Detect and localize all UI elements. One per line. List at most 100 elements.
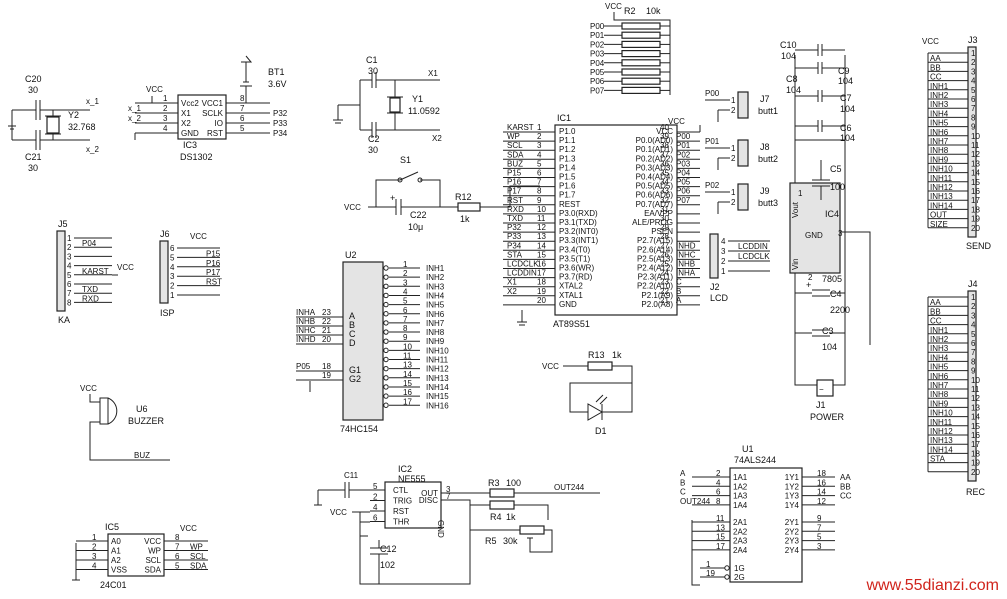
u2-input-pin-number: 18	[322, 362, 331, 371]
j3-net-label: INH4	[930, 109, 949, 118]
u1-part: 74ALS244	[734, 455, 776, 465]
j3-net-label: OUT	[930, 211, 947, 220]
u2-output-pin-number: 13	[403, 361, 412, 370]
u2-input-net-label: P05	[296, 362, 311, 371]
j4-ref: J4	[968, 279, 978, 289]
c9-ref: C9	[838, 66, 850, 76]
ic1-right-pin-name: P2.2(A10)	[637, 282, 673, 291]
ic1-left-pin-name: P1.6	[559, 182, 576, 191]
u2-input-pin-name: C	[349, 329, 356, 339]
j5-pin-number: 3	[67, 252, 72, 261]
u1-right-net-label: BB	[840, 482, 851, 491]
u2-output-net-label: INH13	[426, 374, 449, 383]
ic1-right-pin-number: 33	[660, 187, 669, 196]
j4-net-label: INH8	[930, 390, 949, 399]
j3-net-label: CC	[930, 73, 942, 82]
j2-net-label: LCDDIN	[738, 242, 768, 251]
r2-resistor	[621, 22, 661, 30]
u2-output-bubble	[383, 274, 389, 280]
j3-pin-number: 12	[971, 150, 980, 159]
button-net-label: P01	[705, 137, 720, 146]
button-ref: J8	[760, 142, 770, 152]
ic3-left-pin-number: 1	[163, 94, 168, 103]
u1-left-net-label: OUT244	[680, 497, 711, 506]
r12-ref: R12	[455, 192, 472, 202]
j6-pin-number: 1	[170, 291, 175, 300]
u2-output-bubble	[383, 402, 389, 408]
ic1-right-net-label: INHA	[676, 269, 696, 278]
r2-net-label: P05	[590, 68, 605, 77]
r4-value: 1k	[506, 512, 516, 522]
ic5-left-pin-number: 1	[92, 533, 97, 542]
j3-net-label: INH10	[930, 165, 953, 174]
j4-pin-number: 1	[971, 293, 976, 302]
u2-output-bubble	[383, 365, 389, 372]
ic3-left-pin-number: 4	[163, 124, 168, 133]
ic3-part: DS1302	[180, 152, 213, 162]
u1-left-pin-name: 2A3	[733, 537, 748, 546]
u1-right-pin-name: 2Y2	[785, 527, 800, 536]
u2-output-pin-number: 15	[403, 379, 412, 388]
ic5-vcc-label: VCC	[180, 524, 197, 533]
ic1-right-pin-name: P2.1(A9)	[641, 291, 673, 300]
r2-resistor	[621, 77, 661, 85]
ic1-right-pin-name: P0.1(AD1)	[636, 145, 674, 154]
u2-input-pin-number: 19	[322, 371, 331, 380]
j3-pin-number: 4	[971, 77, 976, 86]
u1-right-pin-number: 3	[817, 542, 822, 551]
ic1-left-net-label: LCDCLK	[507, 260, 539, 269]
c22-ref: C22	[410, 210, 427, 220]
r13-ref: R13	[588, 350, 605, 360]
r5-value: 30k	[503, 536, 518, 546]
j3-net-label: INH7	[930, 137, 949, 146]
c1-ref: C1	[366, 55, 378, 65]
c8-ref: C8	[786, 74, 798, 84]
j4-net-label: INH6	[930, 372, 949, 381]
u6-value: BUZZER	[128, 416, 165, 426]
j3-pin-number: 11	[971, 141, 980, 150]
ic1-right-pin-name: P2.3(A11)	[638, 273, 674, 282]
ic1-left-pin-name: P3.4(T0)	[559, 245, 590, 254]
ic1-left-pin-number: 17	[537, 269, 546, 278]
ic1-left-net-label: P32	[507, 223, 522, 232]
u2-output-bubble	[383, 301, 389, 308]
u1-right-pin-name: 1Y1	[785, 473, 800, 482]
ic1-left-net-label: KARST	[507, 123, 534, 132]
ic1-right-net-label: P03	[676, 159, 691, 168]
ic3-right-pin-name: IO	[215, 119, 223, 128]
ic1-right-net-label: A	[676, 296, 682, 305]
j3-pin-number: 6	[971, 95, 976, 104]
ic3-left-pin-number: 2	[163, 104, 168, 113]
ic1-left-net-label: P34	[507, 241, 522, 250]
ic1-right-pin-name: PSEN	[651, 227, 673, 236]
r3-value: 100	[506, 478, 521, 488]
u1-left-net-label: C	[680, 488, 686, 497]
button-name: butt3	[758, 198, 778, 208]
button-connector-body	[737, 139, 749, 167]
ic5-right-net-label: SCL	[190, 552, 206, 561]
r2-resistor	[621, 31, 661, 39]
u2-output-bubble	[383, 338, 389, 344]
u1-right-pin-name: 2Y1	[785, 518, 800, 527]
button-ref: J7	[760, 94, 770, 104]
u1-left-pin-number: 8	[716, 497, 721, 506]
ic1-right-pin-number: 27	[660, 241, 669, 250]
u2-output-net-label: INH7	[426, 319, 445, 328]
u2-input-net-label: INHB	[296, 317, 315, 326]
ic3-right-pin-number: 5	[240, 124, 245, 133]
ic1-left-pin-number: 12	[537, 223, 546, 232]
c3-value: 104	[822, 342, 837, 352]
ic1-part: AT89S51	[553, 319, 590, 329]
u1-left-pin-name: 1A4	[733, 501, 748, 510]
u1-left-pin-number: 13	[716, 523, 725, 532]
ic5-right-net-label: SDA	[190, 562, 207, 571]
c4-value: 2200	[830, 305, 850, 315]
u2-output-net-label: INH8	[426, 328, 445, 337]
j3-pin-number: 13	[971, 159, 980, 168]
ic1-right-pin-number: 32	[660, 196, 669, 205]
u2-output-net-label: INH4	[426, 291, 445, 300]
j4-pin-number: 9	[971, 367, 976, 376]
j4-pin-number: 16	[971, 431, 980, 440]
u2-input-pin-number: 20	[322, 335, 331, 344]
